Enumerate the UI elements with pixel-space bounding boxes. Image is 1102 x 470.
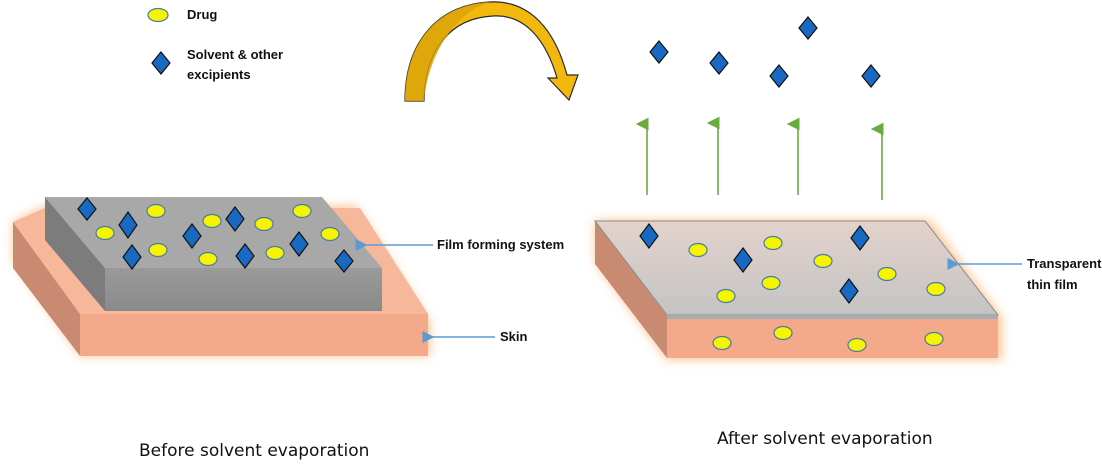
transparent-label-line1: Transparent	[1027, 256, 1102, 271]
legend-solvent-label-line1: Solvent & other	[187, 47, 283, 62]
escaping-solvent-particles	[649, 16, 881, 88]
film-forming-system-label: Film forming system	[437, 237, 564, 252]
drug-particle	[763, 235, 783, 251]
before-slab	[13, 197, 495, 356]
solvent-particle	[798, 16, 818, 40]
drug-particle	[847, 337, 867, 353]
drug-particle	[198, 251, 218, 267]
legend-solvent-label-line2: excipients	[187, 67, 251, 82]
before-caption: Before solvent evaporation	[139, 441, 369, 461]
drug-particle	[712, 335, 732, 351]
solvent-particles	[77, 197, 354, 273]
solvent-particles-after	[639, 223, 870, 304]
solvent-particle	[235, 243, 255, 269]
drug-particle	[254, 216, 274, 232]
solvent-particle	[769, 64, 789, 88]
drug-particles	[95, 203, 340, 267]
drug-particle	[926, 281, 946, 297]
solvent-particle	[709, 51, 729, 75]
solvent-particle	[182, 223, 202, 249]
drug-particle	[924, 331, 944, 347]
drug-particle	[877, 266, 897, 282]
drug-particle	[292, 203, 312, 219]
drug-legend-icon	[147, 7, 169, 23]
transparent-label-line2: thin film	[1027, 277, 1078, 292]
solvent-particle	[850, 225, 870, 251]
drug-particle	[148, 242, 168, 258]
drug-particle	[265, 245, 285, 261]
legend-drug-label: Drug	[187, 7, 217, 22]
drug-particles-after	[688, 235, 946, 353]
drug-particle	[761, 275, 781, 291]
solvent-particle	[861, 64, 881, 88]
skin-label: Skin	[500, 329, 528, 344]
evaporation-arrows	[635, 116, 884, 200]
solvent-particle	[334, 249, 354, 273]
solvent-particle	[289, 231, 309, 257]
solvent-legend-icon	[151, 51, 171, 75]
solvent-particle	[225, 206, 245, 232]
solvent-particle	[649, 40, 669, 64]
drug-particle	[688, 242, 708, 258]
after-caption: After solvent evaporation	[717, 429, 933, 449]
skin-side-after	[595, 221, 667, 358]
skin-side	[13, 222, 80, 356]
solvent-particle	[733, 247, 753, 273]
drug-particle	[95, 225, 115, 241]
solvent-particle	[77, 197, 97, 221]
solvent-particle	[118, 210, 138, 240]
after-slab	[593, 220, 1022, 360]
drug-particle	[320, 226, 340, 242]
film-side	[45, 197, 105, 311]
drug-particle	[773, 325, 793, 341]
drug-particle	[146, 203, 166, 219]
legend: Drug Solvent & other excipients	[147, 7, 283, 82]
thin-film-edge	[667, 315, 998, 319]
skin-front	[80, 314, 428, 356]
film-front	[105, 268, 382, 311]
drug-particle	[716, 288, 736, 304]
solvent-particle	[639, 223, 659, 249]
solvent-particle	[839, 278, 859, 304]
solvent-particle	[122, 244, 142, 270]
drug-particle	[202, 213, 222, 229]
curved-arrow-shade	[405, 2, 490, 101]
drug-particle	[813, 253, 833, 269]
